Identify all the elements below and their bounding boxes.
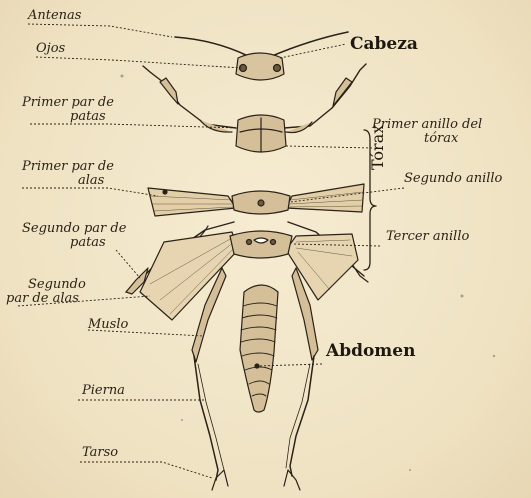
label-segundo-anillo: Segundo anillo [404,172,502,186]
leader-primer-anillo [286,146,372,148]
leader-primer-par-alas [22,188,158,196]
antenna-right [272,32,348,56]
label-segundo-par-alas-1: Segundo [28,278,86,292]
hind-leg-right [284,268,318,490]
leader-antenas [28,24,172,37]
label-abdomen: Abdomen [326,341,415,361]
leader-cabeza [280,44,346,58]
label-segundo-par-patas-1: Segundo par de [22,222,126,236]
label-primer-par-patas-2: patas [70,110,106,124]
leader-ojos [36,57,242,68]
label-primer-anillo-2: tórax [424,132,458,146]
thorax-ring-3 [230,231,292,258]
label-ojos: Ojos [36,42,65,56]
label-antenas: Antenas [28,9,81,23]
label-tarso: Tarso [82,446,118,460]
label-segundo-par-patas-2: patas [70,236,106,250]
label-segundo-par-alas-2: par de alas [6,292,79,306]
label-cabeza: Cabeza [350,34,418,54]
antenna-left [175,37,248,56]
label-primer-par-patas-1: Primer par de [22,96,114,110]
leader-tarso [80,462,212,478]
label-primer-par-alas-1: Primer par de [22,160,114,174]
label-muslo: Muslo [88,318,128,332]
label-tercer-anillo: Tercer anillo [386,230,469,244]
hind-leg-left [192,268,228,490]
label-torax: Tórax [368,122,390,170]
label-pierna: Pierna [82,384,125,398]
leader-segundo-par-patas [116,250,140,278]
label-primer-par-alas-2: alas [78,174,104,188]
eye-right [274,65,281,72]
